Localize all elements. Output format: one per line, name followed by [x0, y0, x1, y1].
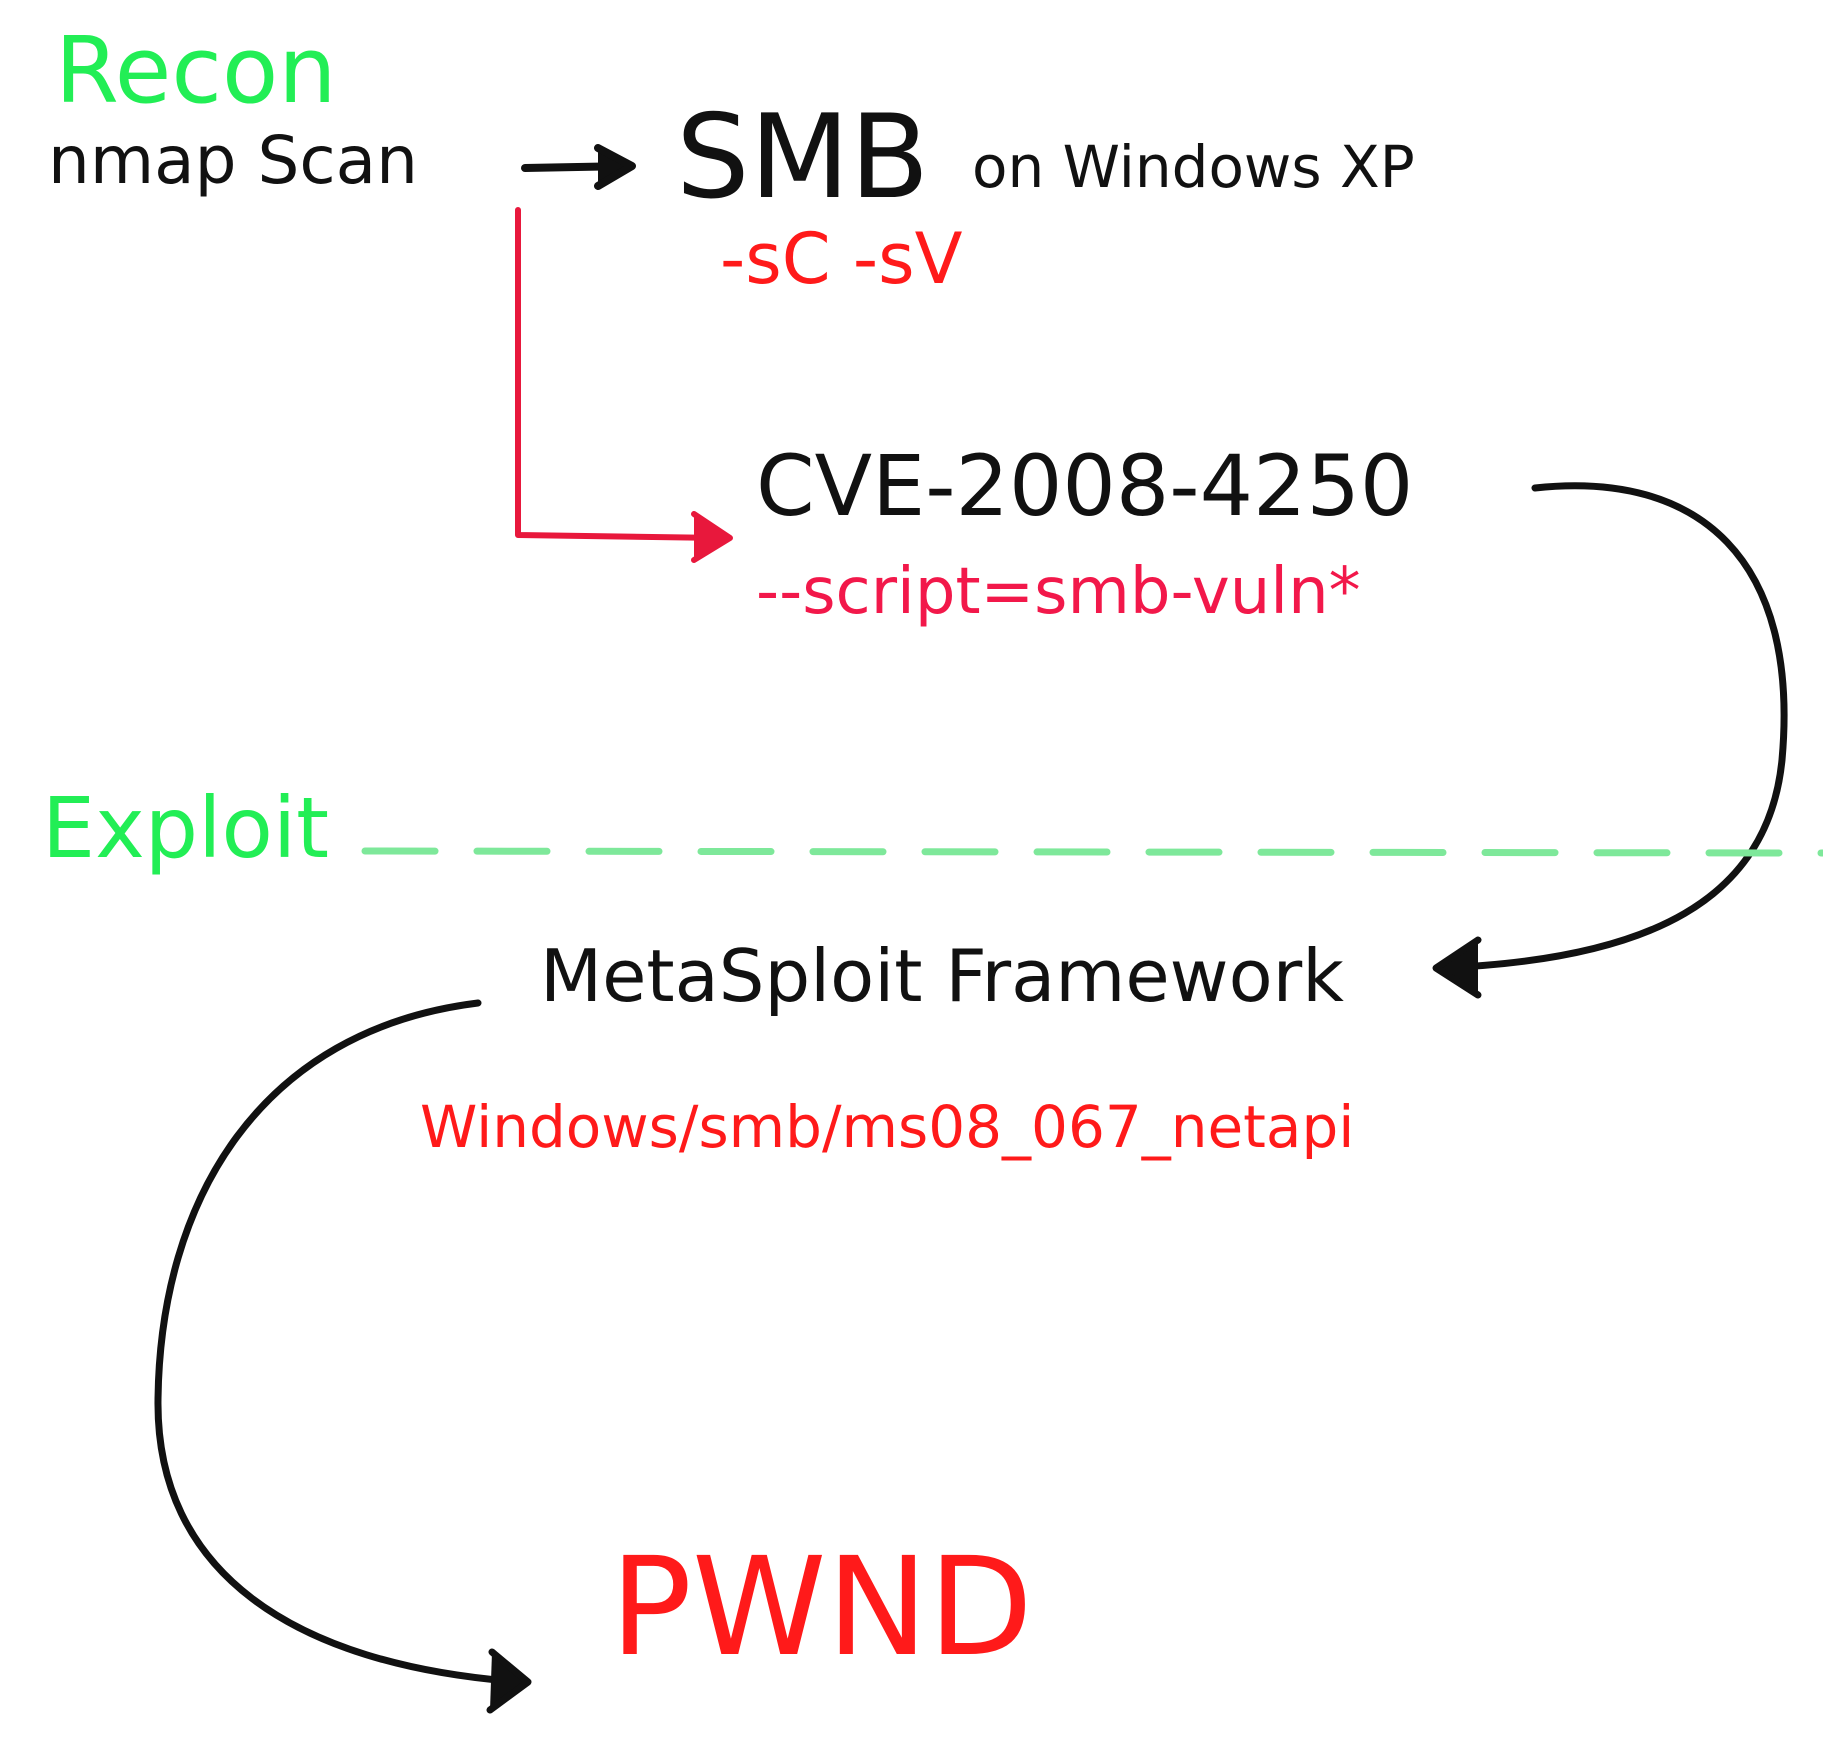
exploit-phase-heading: Exploit	[42, 779, 330, 877]
scan-to-cve-arrow	[515, 207, 733, 563]
cve-to-framework-arrow	[1432, 482, 1788, 999]
result-label: PWND	[610, 1529, 1033, 1687]
cve-label: CVE-2008-4250	[756, 437, 1414, 535]
nse-script-label: --script=smb-vuln*	[756, 555, 1361, 629]
exploit-module-label: Windows/smb/ms08_067_netapi	[420, 1093, 1355, 1161]
framework-to-result-arrow	[154, 999, 532, 1714]
framework-label: MetaSploit Framework	[540, 934, 1344, 1018]
nmap-scan-label: nmap Scan	[48, 122, 418, 199]
phase-divider-line	[361, 847, 1823, 857]
os-label: on Windows XP	[972, 133, 1415, 201]
nmap-flags-label: -sC -sV	[720, 218, 963, 300]
smb-service-label: SMB	[676, 90, 930, 225]
scan-to-smb-arrow	[521, 144, 636, 190]
recon-phase-heading: Recon	[55, 17, 337, 124]
